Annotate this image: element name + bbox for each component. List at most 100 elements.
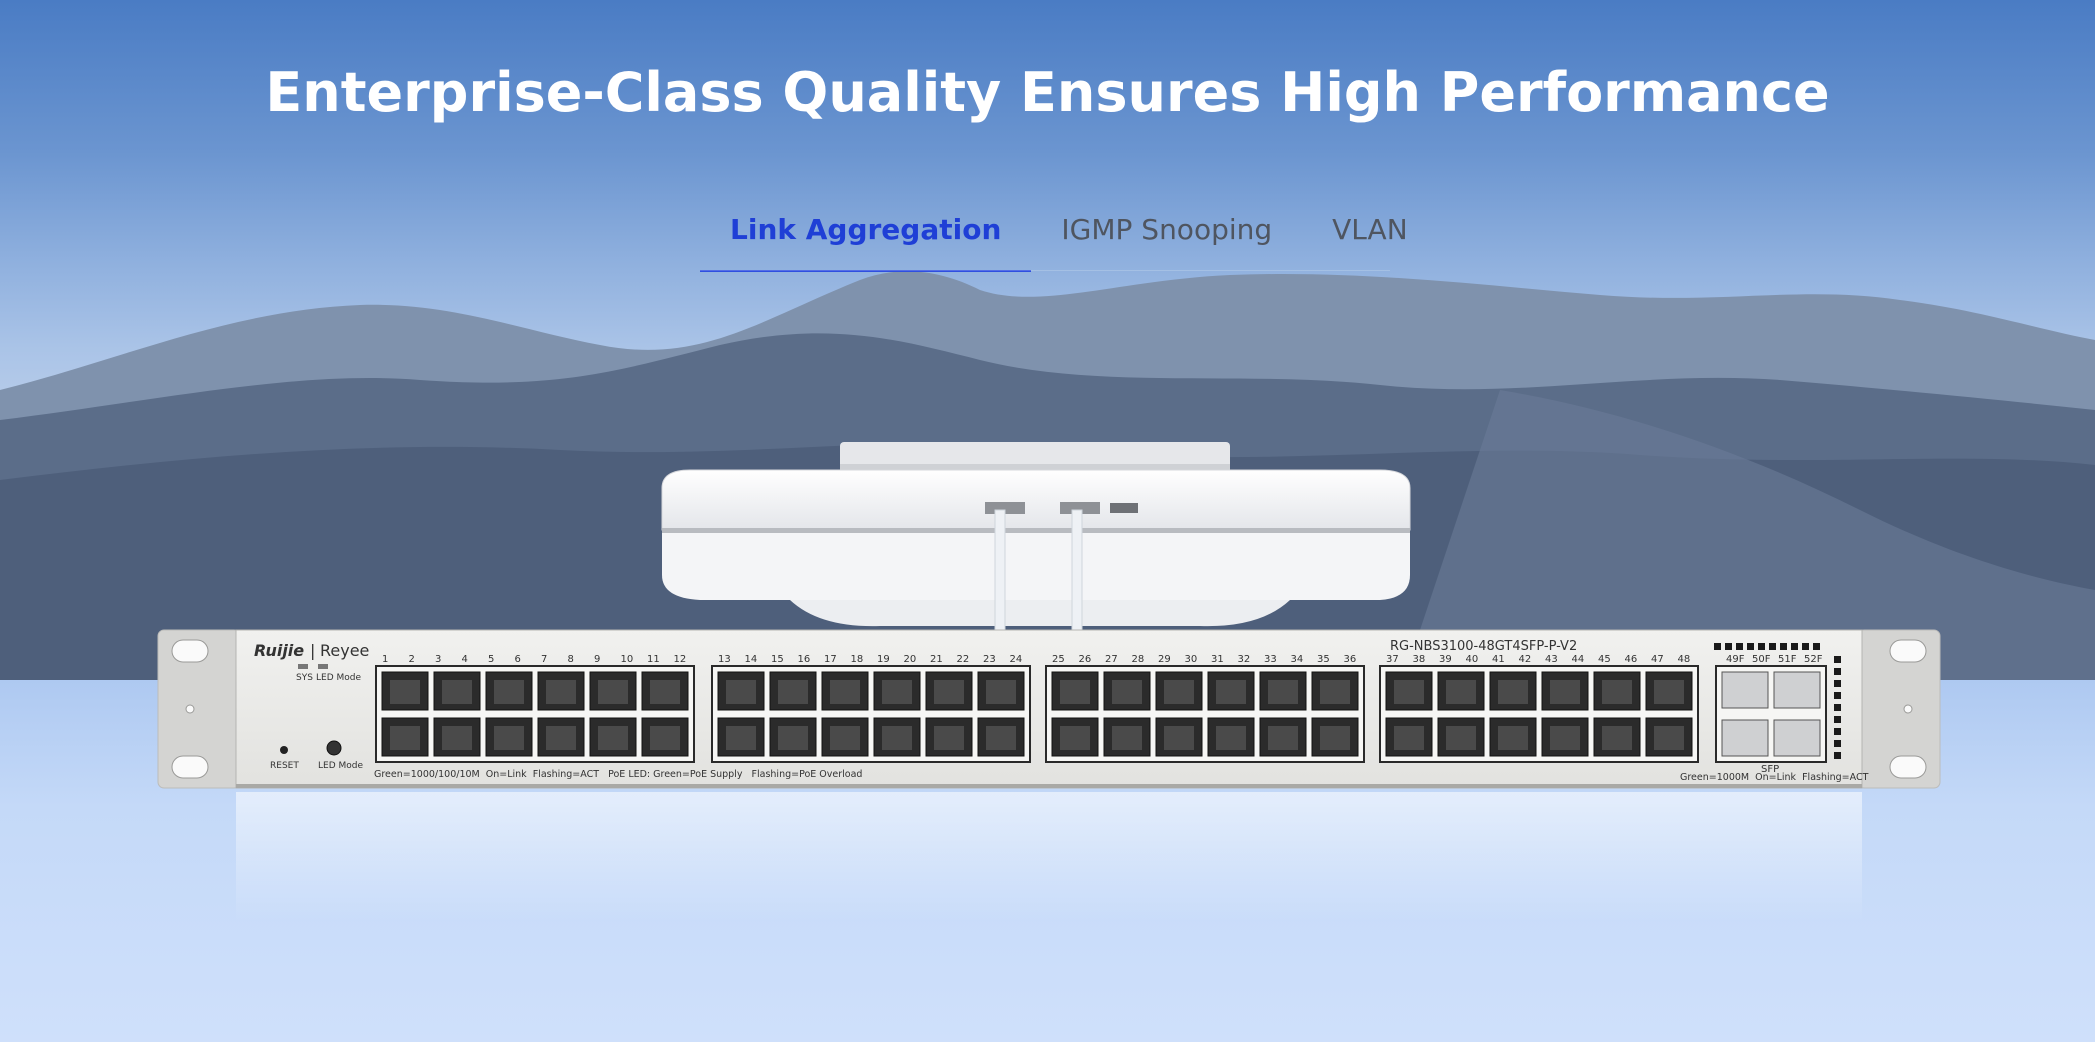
- port-number-label: 37: [1386, 654, 1399, 665]
- port-number-label: 45: [1598, 654, 1611, 665]
- port-socket: [1320, 726, 1350, 750]
- port-number-label: 14: [745, 654, 758, 665]
- port-socket: [598, 726, 628, 750]
- vent-slot: [1834, 668, 1841, 675]
- vent-slot: [1714, 643, 1721, 650]
- port-number-label: 31: [1211, 654, 1224, 665]
- tab-link-aggregation[interactable]: Link Aggregation: [700, 200, 1032, 272]
- port-socket: [494, 726, 524, 750]
- brand-logo: Ruijie: [254, 641, 304, 660]
- reset-button[interactable]: [280, 746, 288, 754]
- ethernet-port-26[interactable]: [1051, 717, 1099, 757]
- port-number-label: 18: [851, 654, 864, 665]
- port-number-label: 8: [568, 654, 574, 665]
- port-socket: [778, 680, 808, 704]
- port-number-label: 9: [594, 654, 600, 665]
- port-group-2: [711, 665, 1031, 763]
- port-socket: [442, 726, 472, 750]
- sfp-port-group: 49F 50F 51F 52F SFP: [1715, 654, 1827, 775]
- vent-slot: [1791, 643, 1798, 650]
- vent-slot: [1747, 643, 1754, 650]
- vent-slot: [1802, 643, 1809, 650]
- vent-slot: [1834, 656, 1841, 663]
- sfp-port-label-51f: 51F: [1778, 654, 1797, 665]
- port-number-label: 17: [824, 654, 837, 665]
- port-socket: [1320, 680, 1350, 704]
- port-number-label: 26: [1079, 654, 1092, 665]
- tab-divider: [700, 270, 1390, 271]
- port-socket: [882, 680, 912, 704]
- port-number-label: 15: [771, 654, 784, 665]
- port-number-label: 11: [647, 654, 660, 665]
- port-number-label: 23: [983, 654, 996, 665]
- port-number-label: 28: [1132, 654, 1145, 665]
- port-socket: [830, 726, 860, 750]
- port-socket: [1216, 726, 1246, 750]
- port-number-label: 2: [409, 654, 415, 665]
- port-socket: [882, 726, 912, 750]
- port-number-label: 30: [1185, 654, 1198, 665]
- sfp-legend: Green=1000M On=Link Flashing=ACT: [1680, 772, 1869, 783]
- sys-led-label: SYS: [296, 673, 313, 683]
- port-socket: [390, 726, 420, 750]
- port-number-label: 25: [1052, 654, 1065, 665]
- port-number-label: 19: [877, 654, 890, 665]
- port-socket: [1164, 680, 1194, 704]
- vent-slot: [1758, 643, 1765, 650]
- port-socket: [934, 726, 964, 750]
- port-socket: [934, 680, 964, 704]
- vent-slot: [1780, 643, 1787, 650]
- port-number-label: 24: [1010, 654, 1023, 665]
- tab-igmp-snooping[interactable]: IGMP Snooping: [1061, 213, 1273, 246]
- vent-grille: [1714, 643, 1841, 759]
- led-mode-button[interactable]: [326, 740, 342, 756]
- port-number-label: 39: [1439, 654, 1452, 665]
- port-group-1: [375, 665, 695, 763]
- port-socket: [1164, 726, 1194, 750]
- port-group-3: [1045, 665, 1365, 763]
- port-number-label: 4: [462, 654, 468, 665]
- port-socket: [1654, 726, 1684, 750]
- sfp-port-label-50f: 50F: [1752, 654, 1771, 665]
- model-number: RG-NBS3100-48GT4SFP-P-V2: [1390, 639, 1577, 654]
- port-socket: [1654, 680, 1684, 704]
- port-number-label: 27: [1105, 654, 1118, 665]
- vent-slot: [1834, 728, 1841, 735]
- rack-ear-right: [1857, 629, 1941, 789]
- port-number-label: 33: [1264, 654, 1277, 665]
- vent-slot: [1834, 680, 1841, 687]
- port-number-label: 20: [904, 654, 917, 665]
- port-number-label: 29: [1158, 654, 1171, 665]
- feature-tabs: Link Aggregation IGMP Snooping VLAN: [700, 200, 1438, 272]
- port-number-label: 44: [1572, 654, 1585, 665]
- port-number-label: 10: [621, 654, 634, 665]
- vent-slot: [1834, 716, 1841, 723]
- sfp-port-label-52f: 52F: [1804, 654, 1823, 665]
- reset-label: RESET: [270, 761, 299, 771]
- vent-slot: [1834, 740, 1841, 747]
- port-socket: [1060, 726, 1090, 750]
- port-socket: [546, 726, 576, 750]
- page-title: Enterprise-Class Quality Ensures High Pe…: [265, 61, 1830, 124]
- port-number-label: 21: [930, 654, 943, 665]
- port-socket: [1394, 680, 1424, 704]
- led-mode-button-label: LED Mode: [318, 761, 363, 771]
- vent-slot: [1834, 752, 1841, 759]
- tab-vlan[interactable]: VLAN: [1332, 213, 1408, 246]
- port-legend: Green=1000/100/10M On=Link Flashing=ACT …: [374, 769, 862, 780]
- port-number-label: 42: [1519, 654, 1532, 665]
- port-socket: [1268, 726, 1298, 750]
- port-number-label: 48: [1678, 654, 1691, 665]
- vent-slot: [1725, 643, 1732, 650]
- port-number-label: 47: [1651, 654, 1664, 665]
- access-point: [661, 442, 1411, 627]
- switch-reflection: [236, 792, 1862, 922]
- port-socket: [442, 680, 472, 704]
- port-number-label: 12: [674, 654, 687, 665]
- port-socket: [1446, 726, 1476, 750]
- rack-ear-left: [157, 629, 241, 789]
- port-number-label: 1: [382, 654, 388, 665]
- vent-slot: [1736, 643, 1743, 650]
